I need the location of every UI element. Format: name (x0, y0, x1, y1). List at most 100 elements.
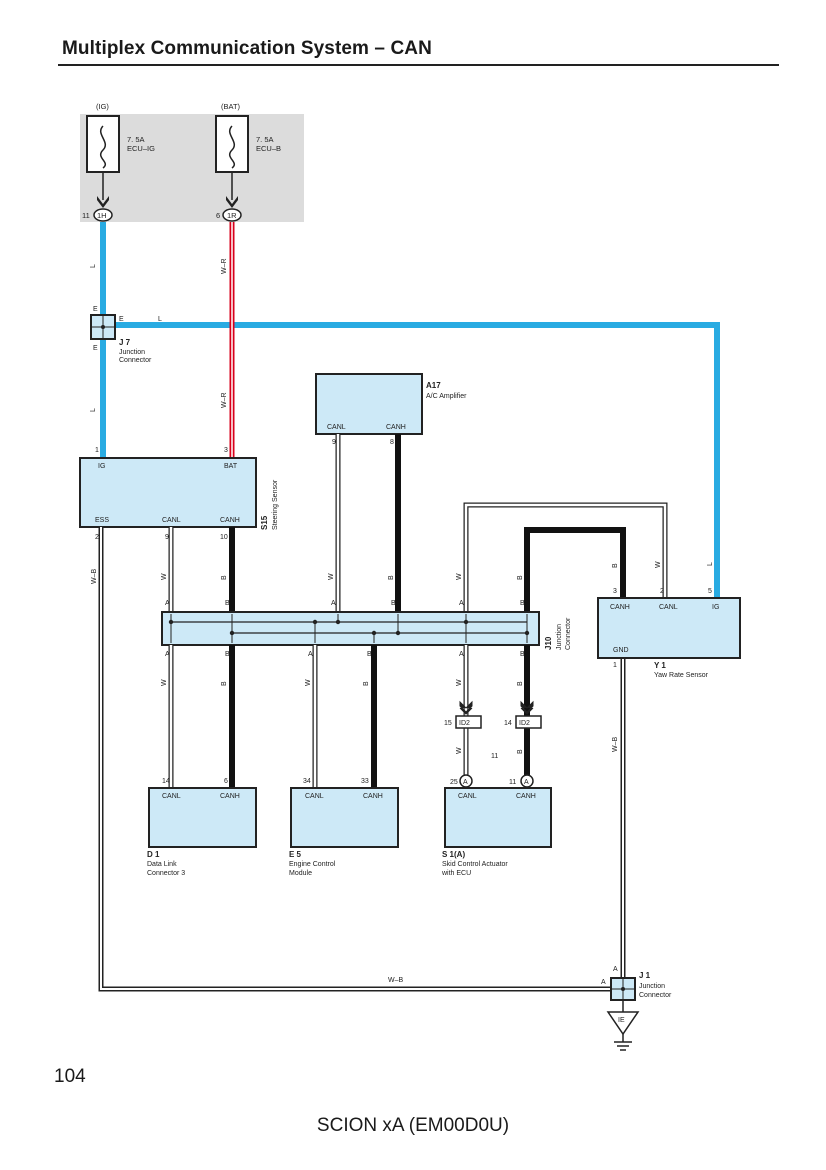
s1-conn-a-canh-label: A (524, 779, 529, 786)
d1-name-2: Connector 3 (147, 870, 185, 877)
id2-canh-label: ID2 (519, 720, 530, 727)
e5-pin-l: 34 (303, 778, 311, 785)
s15-ig: IG (98, 463, 105, 470)
wire-wb-ess-inner (100, 527, 617, 990)
y1-name: Yaw Rate Sensor (654, 672, 709, 679)
fuse-ig-rating: 7. 5A (127, 135, 145, 144)
module-e5 (290, 787, 399, 848)
d1-id: D 1 (147, 850, 160, 859)
s15-pin-bat: 3 (224, 447, 228, 454)
e5-name-2: Module (289, 870, 312, 877)
title-rule (58, 64, 779, 66)
s15-id: S15 (260, 515, 269, 530)
module-d1 (148, 787, 257, 848)
y1-pin-canh: 3 (613, 588, 617, 595)
j10-pin-b-5: B (367, 651, 372, 658)
id2-canh-connector (515, 715, 542, 729)
wire-wr-label-1: W–R (221, 258, 228, 274)
e5-canh: CANH (363, 793, 383, 800)
footer-model: SCION xA (EM00D0U) (316, 1115, 510, 1136)
d1-wire-b: B (221, 681, 228, 686)
e5-canl: CANL (305, 793, 324, 800)
s1-wire-b-1: B (517, 681, 524, 686)
d1-name-1: Data Link (147, 861, 177, 868)
wire-wr-label-2: W–R (221, 392, 228, 408)
d1-canh: CANH (220, 793, 240, 800)
wire-l-label-2: L (90, 408, 97, 412)
j10-pin-a-4: A (165, 651, 170, 658)
y1-pin-canl: 2 (660, 588, 664, 595)
junction-j7-node (101, 325, 105, 329)
s15-bat: BAT (224, 463, 238, 470)
j10-pin-b-2: B (391, 600, 396, 607)
a17-canh: CANH (386, 424, 406, 431)
y1-id: Y 1 (654, 661, 666, 670)
y1-wire-b-left: B (517, 575, 524, 580)
s15-wire-b: B (221, 575, 228, 580)
fuse-bat (215, 115, 249, 173)
j10-pin-a-1: A (165, 600, 170, 607)
fuse-ig (86, 115, 120, 173)
connector-1r (222, 208, 242, 222)
d1-wire-w: W (161, 679, 168, 686)
e5-wire-w: W (305, 679, 312, 686)
junction-j1-node (621, 987, 625, 991)
j7-name-2: Connector (119, 357, 152, 364)
e5-pin-h: 33 (361, 778, 369, 785)
d1-pin-h: 6 (224, 778, 228, 785)
d1-canl: CANL (162, 793, 181, 800)
y1-canl: CANL (659, 604, 678, 611)
a17-pin-h: 8 (390, 439, 394, 446)
fuse-ig-element (100, 125, 106, 169)
y1-wire-w-left: W (456, 573, 463, 580)
s15-pin-ess: 2 (95, 534, 99, 541)
j10-name-2: Connector (565, 617, 572, 650)
fuse-ig-name: ECU–IG (127, 144, 155, 153)
s15-pin-ig: 1 (95, 447, 99, 454)
y1-canh: CANH (610, 604, 630, 611)
j1-name-1: Junction (639, 983, 665, 990)
s1-id: S 1(A) (442, 850, 465, 859)
wire-wb-label-2: W–B (388, 977, 404, 984)
s1-wire-w-2: W (456, 747, 463, 754)
j10-pin-b-6: B (520, 651, 525, 658)
module-s1 (444, 787, 552, 848)
y1-pin-ig: 5 (708, 588, 712, 595)
y1-wire-b-right: B (612, 563, 619, 568)
a17-id: A17 (426, 381, 441, 390)
s15-ess: ESS (95, 517, 109, 524)
fuse-bat-arrow (226, 196, 238, 208)
wire-l-to-yaw (115, 322, 720, 598)
j10-pin-a-5: A (308, 651, 313, 658)
connector-1h-pin: 11 (82, 211, 90, 220)
s1-wire-w-1: W (456, 679, 463, 686)
s15-canh: CANH (220, 517, 240, 524)
j7-id: J 7 (119, 338, 131, 347)
a17-wire-b: B (388, 575, 395, 580)
wire-wb-label-3: W–B (612, 737, 619, 753)
fuse-bat-name: ECU–B (256, 144, 281, 153)
fuse-bat-element (229, 125, 235, 169)
id2-canh-arrow (520, 700, 534, 715)
ground-triangle (606, 1011, 640, 1036)
s1-canl: CANL (458, 793, 477, 800)
j10-pin-a-6: A (459, 651, 464, 658)
id2-canl-arrow (459, 700, 473, 715)
s15-pin-canh: 10 (220, 534, 228, 541)
s1-name-2: with ECU (441, 870, 471, 877)
y1-wire-w-right: W (655, 561, 662, 568)
fuse-bat-source: (BAT) (221, 102, 241, 111)
j10-name-1: Junction (556, 624, 563, 650)
fuse-bat-rating: 7. 5A (256, 135, 274, 144)
y1-ig: IG (712, 604, 719, 611)
j1-pin-a-left: A (601, 979, 606, 986)
j10-pin-a-2: A (331, 600, 336, 607)
s1-canh: CANH (516, 793, 536, 800)
y1-pin-gnd: 1 (613, 662, 617, 669)
s15-canl: CANL (162, 517, 181, 524)
page-title: Multiplex Communication System – CAN (62, 38, 432, 59)
s15-wire-w: W (161, 573, 168, 580)
s1-name-1: Skid Control Actuator (442, 861, 508, 868)
connector-1r-label: 1R (227, 211, 237, 220)
